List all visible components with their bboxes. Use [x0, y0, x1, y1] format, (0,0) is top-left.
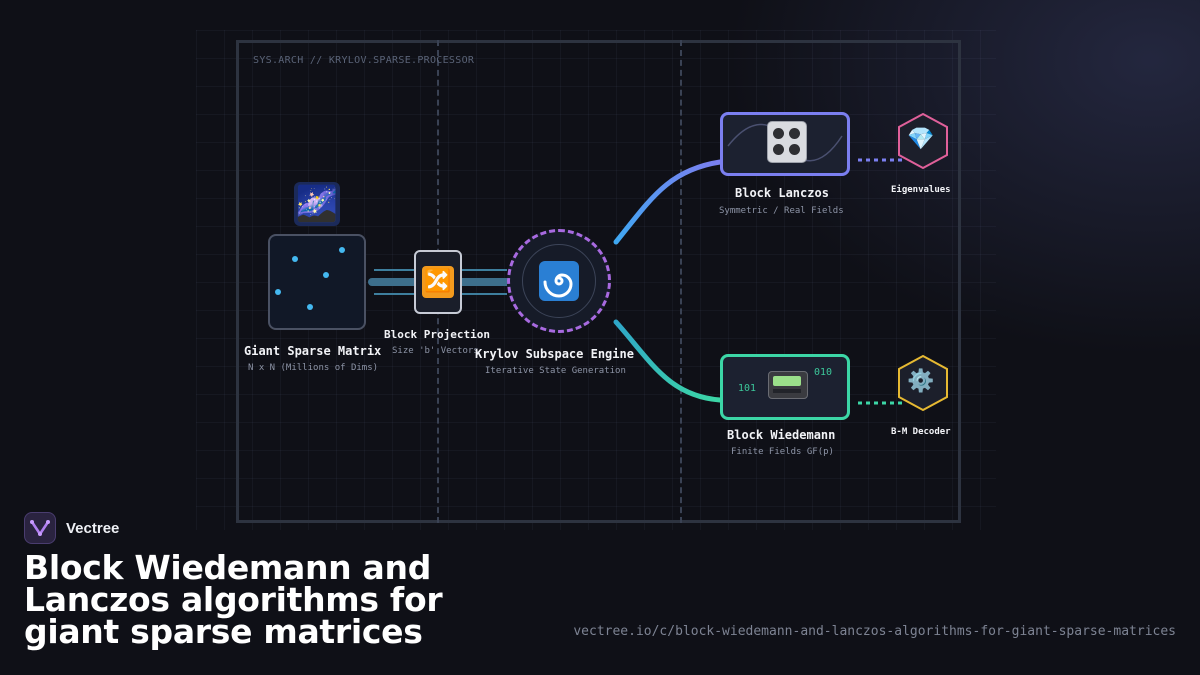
control-knobs-icon	[767, 121, 807, 163]
matrix-entry-dot	[275, 289, 281, 295]
diagram-frame	[236, 40, 961, 523]
binary-right: 010	[814, 367, 833, 378]
projection-label: Block Projection	[384, 328, 490, 341]
engine-sublabel: Iterative State Generation	[485, 366, 626, 376]
matrix-to-projection-link	[368, 269, 418, 295]
eigenvalues-label: Eigenvalues	[891, 185, 951, 195]
wiedemann-label: Block Wiedemann	[727, 428, 836, 442]
engine-to-wiedemann-link	[613, 319, 723, 403]
brand[interactable]: Vectree	[24, 512, 119, 544]
vectree-logo-icon	[24, 512, 56, 544]
eigenvalues-node[interactable]	[896, 112, 950, 170]
page-title: Block Wiedemann and Lanczos algorithms f…	[24, 548, 443, 651]
gem-icon: 💎	[907, 127, 935, 152]
matrix-entry-dot	[323, 272, 329, 278]
page-url[interactable]: vectree.io/c/block-wiedemann-and-lanczos…	[573, 624, 1176, 639]
stage-divider-2	[680, 40, 682, 523]
sparse-matrix-node[interactable]	[268, 234, 366, 330]
gear-icon: ⚙️	[907, 369, 935, 394]
engine-label: Krylov Subspace Engine	[475, 347, 634, 361]
brand-name: Vectree	[66, 519, 120, 537]
decoder-label: B-M Decoder	[891, 427, 951, 437]
galaxy-icon: 🌌	[294, 182, 340, 226]
pager-icon	[768, 371, 808, 399]
matrix-entry-dot	[339, 247, 345, 253]
matrix-entry-dot	[292, 256, 298, 262]
block-lanczos-node[interactable]	[720, 112, 850, 176]
binary-left: 101	[738, 383, 757, 394]
system-header-label: SYS.ARCH // KRYLOV.SPARSE.PROCESSOR	[253, 55, 475, 66]
lanczos-sublabel: Symmetric / Real Fields	[719, 206, 844, 216]
shuffle-icon: 🔀	[422, 266, 454, 298]
engine-to-lanczos-link	[613, 159, 723, 245]
lanczos-label: Block Lanczos	[735, 186, 829, 200]
projection-sublabel: Size 'b' Vectors	[392, 346, 479, 356]
matrix-sublabel: N x N (Millions of Dims)	[248, 363, 379, 373]
block-projection-node[interactable]: 🔀	[414, 250, 462, 314]
projection-to-engine-link	[462, 269, 507, 295]
krylov-engine-core	[522, 244, 596, 318]
cyclone-icon	[539, 261, 579, 301]
matrix-label: Giant Sparse Matrix	[244, 344, 382, 358]
wiedemann-sublabel: Finite Fields GF(p)	[731, 447, 834, 457]
decoder-node[interactable]	[896, 354, 950, 412]
block-wiedemann-node[interactable]: 101 010	[720, 354, 850, 420]
matrix-entry-dot	[307, 304, 313, 310]
